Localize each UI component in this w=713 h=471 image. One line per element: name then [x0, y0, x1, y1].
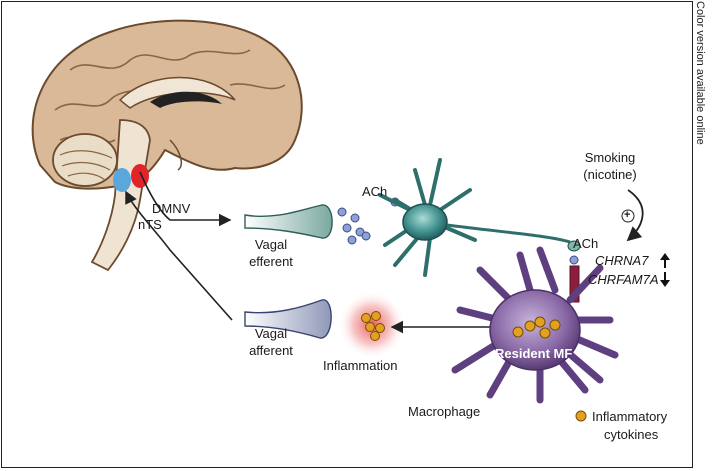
neuron-illustration [378, 158, 581, 277]
vagal-afferent-terminal [244, 299, 332, 339]
smoking-label: Smoking [584, 150, 636, 165]
inflammation-cytokines [361, 311, 385, 341]
ach-vesicles [337, 197, 400, 245]
smoking-arrow [626, 189, 644, 242]
vagal-afferent-label-2: afferent [249, 343, 293, 358]
pathway-lines [125, 171, 233, 321]
brain-illustration [31, 19, 303, 272]
cytokine-legend-icon [575, 410, 587, 422]
vagal-efferent-label-2: efferent [249, 254, 293, 269]
vagal-afferent-label-1: Vagal [254, 326, 288, 341]
resident-mf-label: Resident MF [495, 346, 573, 361]
macrophage-label: Macrophage [408, 404, 481, 419]
nts-label: nTS [138, 217, 162, 232]
plus-circle-icon [621, 209, 635, 223]
ach-label-right: ACh [573, 236, 599, 251]
afferent-pathway-arrow [125, 190, 233, 321]
receptor-icon [569, 265, 580, 303]
plus-sign: + [624, 209, 631, 221]
efferent-pathway-arrow [139, 171, 232, 227]
down-arrow-icon [660, 272, 670, 287]
cytokines-label-1: Inflammatory [592, 409, 668, 424]
figure-frame [1, 1, 693, 468]
vagal-efferent-label-1: Vagal [254, 237, 288, 252]
up-arrow-icon [660, 253, 670, 268]
macrophage-illustration [451, 246, 619, 404]
inflammation-label: Inflammation [323, 358, 398, 373]
chrfam7a-label: CHRFAM7A [588, 272, 659, 287]
nts-nucleus-icon [113, 168, 131, 192]
vagal-efferent-terminal [244, 204, 333, 239]
dmnv-label: DMNV [152, 201, 191, 216]
nicotine-label: (nicotine) [583, 167, 637, 182]
ach-label-top: ACh [362, 184, 388, 199]
cytokines-label-2: cytokines [604, 427, 659, 442]
color-version-note: Color version available online [694, 1, 706, 145]
chrna7-label: CHRNA7 [595, 253, 649, 268]
